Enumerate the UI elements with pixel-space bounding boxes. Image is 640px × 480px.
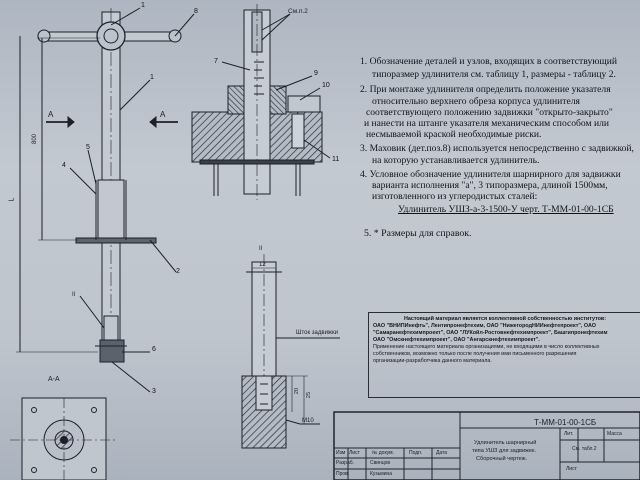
dim-12: 12 — [259, 262, 266, 268]
callout-1: 1 — [141, 2, 145, 9]
note-1-line-1: 1. Обозначение деталей и узлов, входящих… — [360, 56, 618, 67]
callout-1b: 1 — [150, 74, 154, 81]
header-ndoc: № докум. — [372, 450, 394, 456]
ownership-line-4: ОАО "Омскнефтехимпроект", ОАО "Ангарскне… — [373, 337, 540, 343]
checker-name: Кузьмина — [370, 471, 393, 477]
sm-tabl: См. табл.2 — [572, 446, 597, 452]
header-sheet: Лист — [566, 466, 577, 472]
dim-800: 800 — [32, 133, 39, 145]
note-3-line-1: 3. Маховик (дет.поз.8) используется непо… — [360, 143, 634, 155]
developer-role: Разраб. — [336, 460, 355, 466]
dim-l: L — [8, 197, 16, 202]
top-section-view — [191, 4, 331, 200]
callout-7: 7 — [214, 58, 218, 65]
ownership-line-5: Применение настоящего материала организа… — [373, 344, 600, 350]
note-2-line-5: несмываемой краской необходимые риски. — [366, 129, 542, 141]
header-massa: Масса — [607, 431, 622, 437]
developer-name: Свинцов — [370, 460, 391, 466]
title-block-frame — [333, 411, 640, 480]
title-line-1: Удлинитель шарнирный — [474, 440, 537, 446]
m10-label: M10 — [302, 418, 314, 424]
detail-ii-view — [241, 254, 340, 449]
handwheel-hub — [96, 21, 126, 51]
title-line-2: типа УШЗ для задвижек. — [472, 448, 536, 454]
callout-2: 2 — [176, 268, 180, 275]
stem-label: Шток задвижки — [296, 330, 338, 336]
main-assembly-view — [16, 7, 195, 393]
notes-list: 1. Обозначение деталей и узлов, входящих… — [360, 56, 640, 216]
note-1-line-2: типоразмер удлинителя см. таблицу 1, раз… — [372, 69, 616, 81]
title-line-3: Сборочный чертеж. — [476, 456, 528, 462]
dim-20: 20 — [294, 387, 301, 395]
callout-11: 11 — [332, 156, 340, 163]
coupling — [99, 339, 125, 363]
arrow-a-right-label: А — [160, 110, 166, 119]
ownership-line-3: "Самаранефтехимпроект", ОАО "ЛУКойл-Рост… — [373, 330, 608, 336]
title-block: Т-ММ-01-00-1СБ Изм Лист № докум. Подп. Д… — [334, 412, 640, 480]
header-izm: Изм — [336, 450, 346, 456]
doc-code: Т-ММ-01-00-1СБ — [534, 418, 597, 427]
callout-3: 3 — [152, 388, 156, 395]
ownership-line-2: ОАО "ВНИПИнефть", Лентипронефтехим, ОАО … — [373, 323, 597, 329]
note-2-line-3: соответствующего положению задвижки "отк… — [366, 106, 613, 118]
view-ii-top-label: II — [259, 246, 263, 252]
header-podp: Подп. — [409, 450, 423, 456]
ownership-line-7: организации-разработчика данного материа… — [373, 358, 492, 364]
arrow-a-left-label: А — [48, 110, 54, 119]
callout-9: 9 — [314, 70, 318, 77]
callout-4: 4 — [62, 162, 66, 169]
note-4-line-3: изготовленного из углеродистых сталей: — [372, 191, 538, 203]
header-data: Дата — [436, 450, 448, 456]
callout-8: 8 — [194, 8, 198, 15]
note-2-line-2: относительно верхнего обреза корпуса удл… — [372, 95, 580, 107]
header-list: Лист — [349, 450, 360, 456]
note-4-line-1: 4. Условное обозначение удлинителя шарни… — [360, 168, 621, 180]
section-aa-label: А-А — [48, 376, 60, 383]
checker-role: Пров. — [336, 471, 350, 477]
note-5: 5. * Размеры для справок. — [364, 228, 472, 239]
ownership-line-1: Настоящий материал является коллективной… — [403, 316, 607, 322]
note-3-line-2: на которую устанавливается удлинитель. — [372, 154, 540, 166]
callout-6: 6 — [152, 346, 156, 353]
section-aa-view — [10, 397, 118, 480]
view-ii-left-label: II — [72, 292, 76, 298]
cm-p2-label: См.п.2 — [288, 8, 308, 15]
callout-5: 5 — [86, 144, 90, 151]
ownership-notice: Настоящий материал является коллективной… — [368, 312, 640, 398]
note-4-line-2: варианта исполнения "а", 3 типоразмера, … — [372, 180, 608, 192]
dim-25: 25 — [306, 391, 313, 399]
callout-10: 10 — [322, 82, 330, 89]
note-4-designation: Удлинитель УШЗ-а-3-1500-У черт. Т-ММ-01-… — [398, 204, 614, 216]
header-lit: Лит. — [564, 431, 574, 437]
note-2-line-1: 2. При монтаже удлинителя определить пол… — [360, 84, 611, 96]
ownership-line-6: собственников, возможно только после пол… — [373, 351, 577, 357]
note-2-line-4: и нанести на штанге указателя механическ… — [364, 118, 610, 130]
